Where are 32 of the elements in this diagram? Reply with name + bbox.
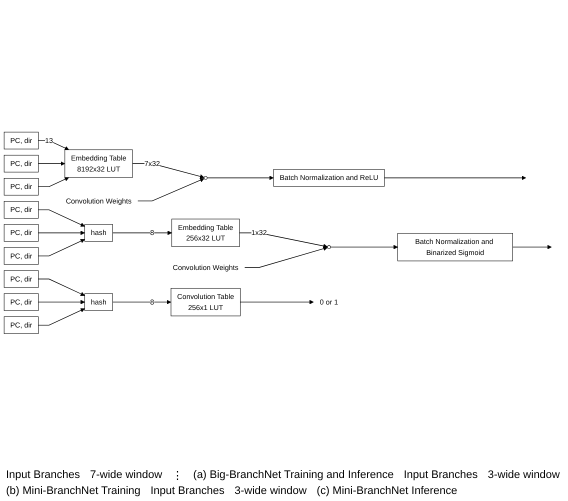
- diagram-label: Input Branches: [6, 469, 80, 482]
- arrow: [38, 238, 85, 256]
- arrow: [38, 278, 85, 296]
- diagram-label: (a) Big-BranchNet Training and Inference: [193, 469, 394, 482]
- diagram-label: Input Branches: [150, 485, 224, 497]
- arrow: [112, 230, 172, 235]
- arrow: [239, 232, 328, 248]
- arrow: [512, 244, 552, 249]
- arrow: [38, 161, 66, 166]
- arrow: [137, 178, 204, 201]
- arrow: [38, 209, 85, 226]
- diagram-label: 3-wide window: [488, 469, 560, 482]
- arrow: [240, 299, 314, 304]
- diagram-label: 3-wide window: [234, 485, 307, 497]
- diagram-label: 7-wide window: [90, 469, 162, 482]
- arrow: [206, 175, 274, 180]
- diagram-label: (b) Mini-BranchNet Training: [6, 485, 140, 497]
- arrow: [38, 299, 85, 304]
- arrow: [384, 175, 526, 180]
- arrow: [38, 140, 70, 150]
- arrow: [38, 308, 85, 326]
- arrow: [244, 246, 328, 268]
- arrow: [330, 244, 398, 249]
- arrow: [38, 230, 85, 235]
- arrow: [38, 176, 70, 187]
- node-circle: [204, 176, 208, 180]
- diagram-label: Input Branches: [404, 469, 478, 482]
- diagram-label: ⋮: [172, 469, 184, 482]
- arrow: [112, 299, 172, 304]
- node-circle: [327, 244, 331, 249]
- arrow: [132, 162, 204, 178]
- diagram-label: (c) Mini-BranchNet Inference: [316, 485, 458, 497]
